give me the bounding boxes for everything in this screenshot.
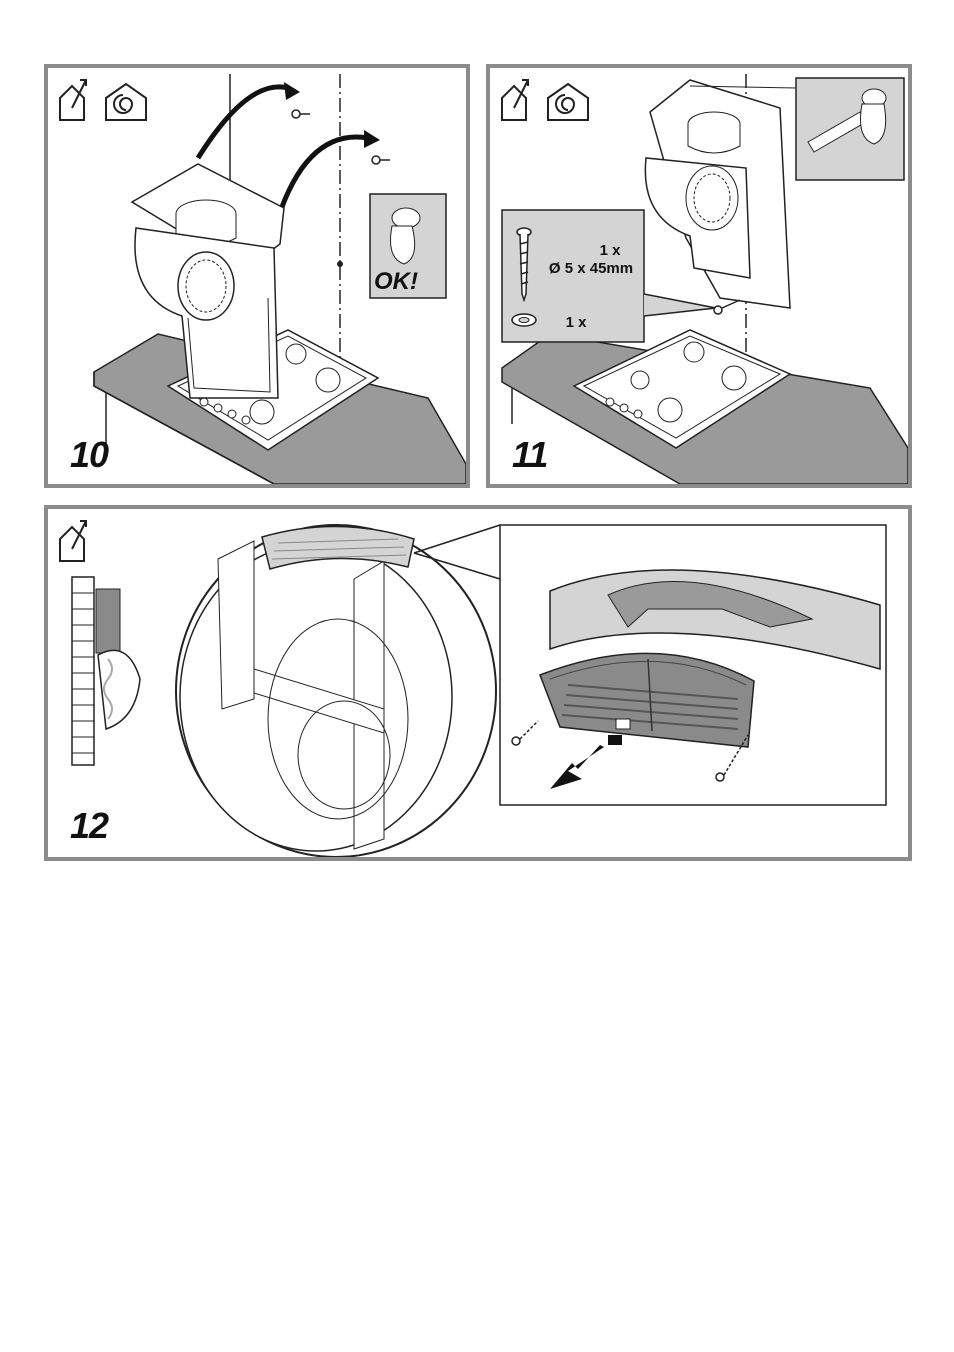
washer-icon [512, 314, 536, 326]
ducted-mode-icon [60, 80, 86, 120]
step-number: 10 [70, 434, 108, 476]
ducted-mode-icon [60, 521, 86, 561]
step-12-panel: 12 [44, 505, 912, 861]
washer-quantity: 1 x [556, 314, 596, 331]
screw-head-icon [861, 89, 887, 144]
wall-diagram [72, 577, 140, 765]
step-12-illustration [48, 509, 908, 857]
screw-specification: Ø 5 x 45mm [538, 260, 644, 277]
ducted-mode-icon [502, 80, 528, 120]
step-number: 11 [512, 434, 547, 476]
screw-quantity: 1 x [570, 242, 650, 259]
step-10-panel: OK! 10 [44, 64, 470, 488]
recirculating-mode-icon [548, 84, 588, 120]
step-number: 12 [70, 805, 108, 847]
recirculating-mode-icon [106, 84, 146, 120]
ok-label: OK! [374, 268, 418, 296]
step-11-panel: 1 x Ø 5 x 45mm 1 x 11 [486, 64, 912, 488]
